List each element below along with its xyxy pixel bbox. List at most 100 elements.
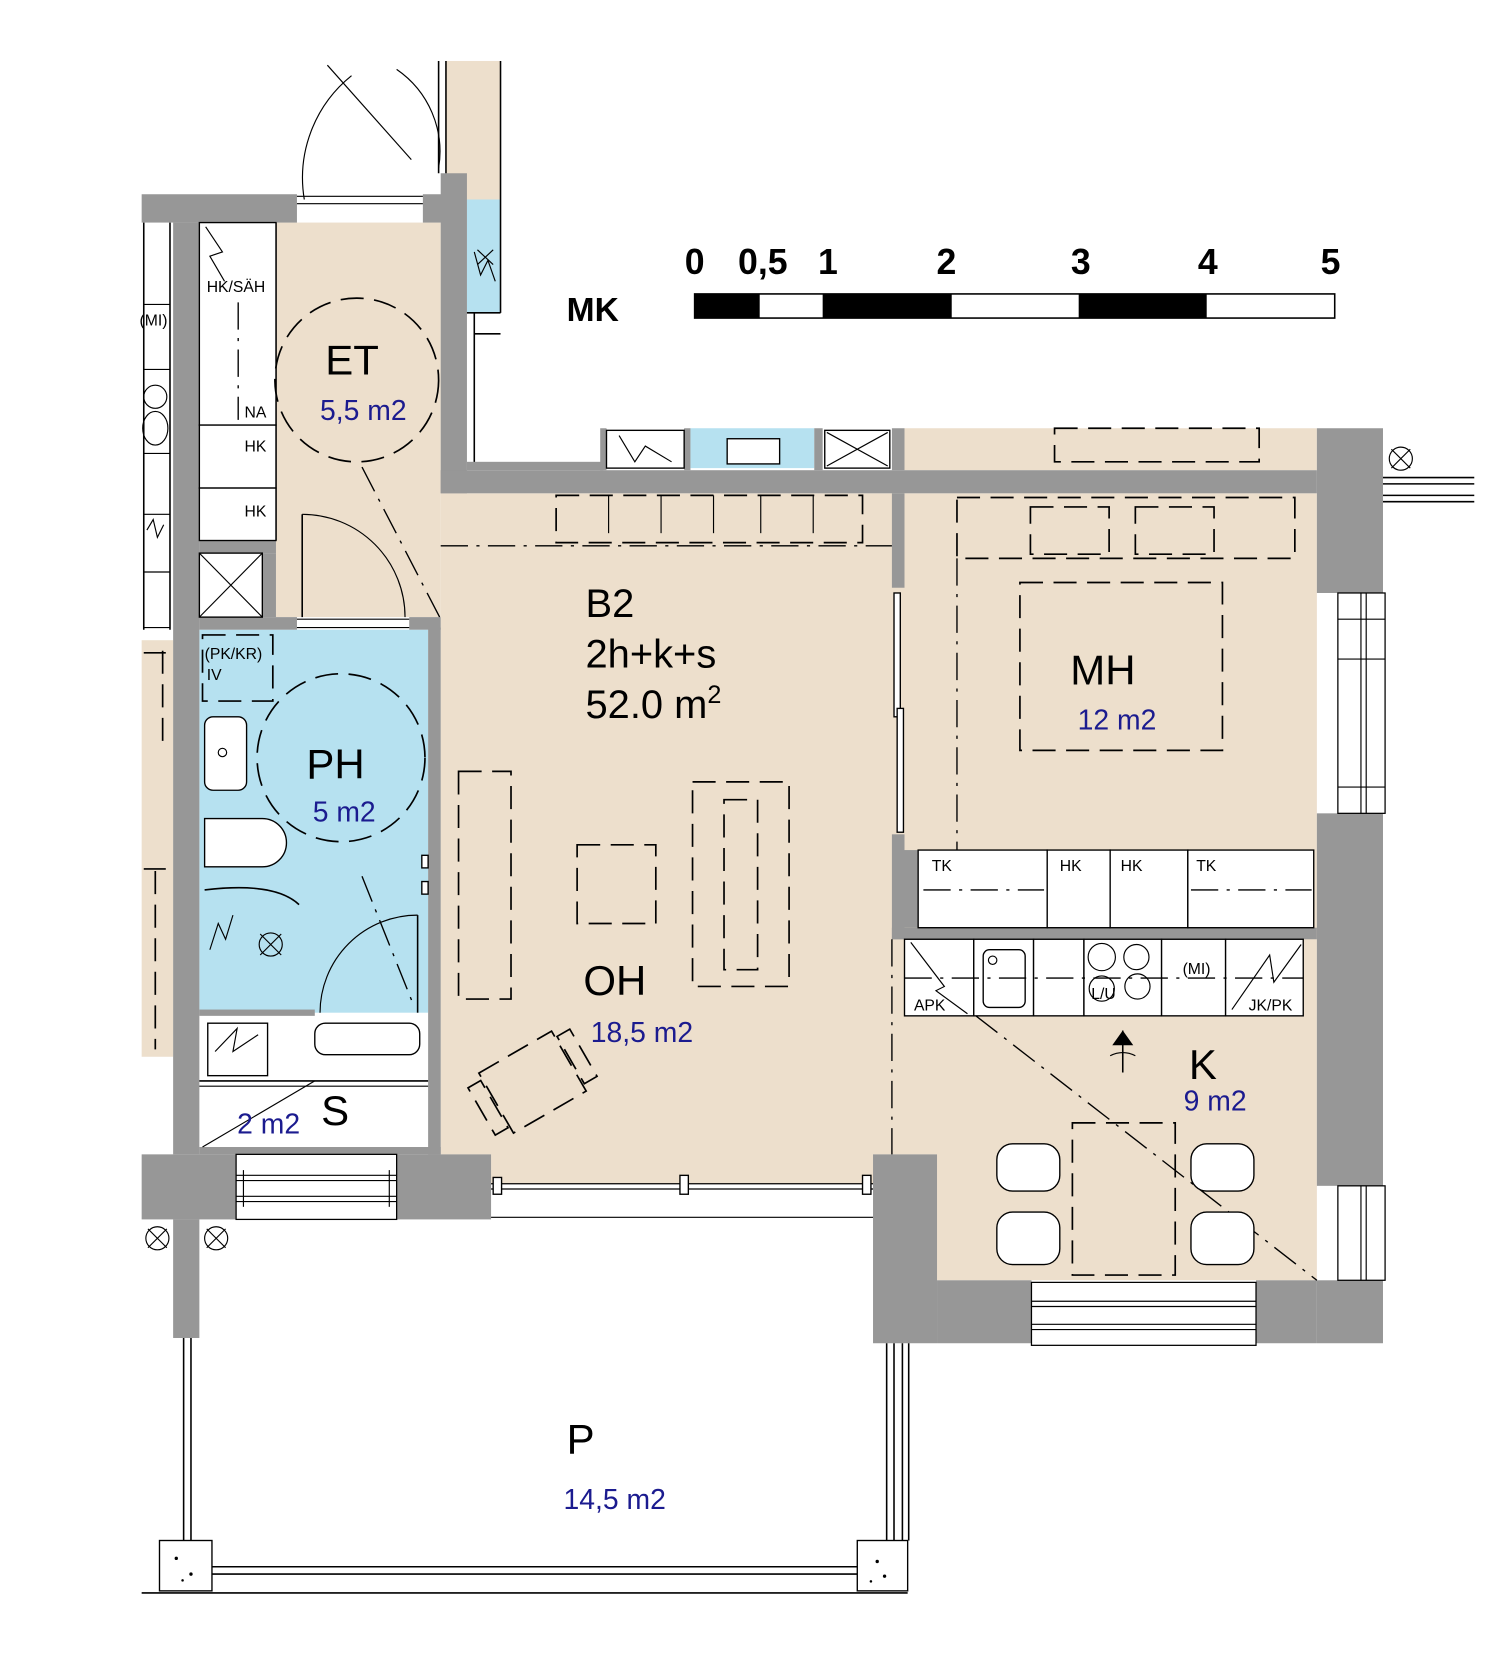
wall-s-bottom: [199, 1147, 441, 1155]
concrete-texture-dot: [869, 1580, 873, 1583]
kitchen-chair: [996, 1211, 1061, 1266]
window-kitchen-bottom: [1030, 1281, 1257, 1346]
label-mi-left: (MI): [140, 312, 168, 329]
room-label-mh: MH: [1070, 646, 1135, 693]
bathroom-fixtures: [201, 634, 429, 1008]
et-turning-circle: [274, 297, 440, 463]
balcony-door-handle: [679, 1174, 690, 1195]
electric-panel-icon: [205, 226, 226, 282]
neighbor-fixtures: [142, 384, 169, 540]
outdoor-light-icon: [145, 1226, 170, 1251]
label-hk: HK: [244, 438, 266, 455]
et-diagonal-line: [361, 466, 442, 620]
room-area-et: 5,5 m2: [320, 395, 407, 427]
scale-bar-frame: [693, 293, 1336, 319]
apartment-area-superscript: 2: [707, 681, 721, 709]
armchair-outline: [477, 1029, 588, 1135]
wall-et-right: [440, 173, 467, 494]
armchair-back: [555, 1027, 599, 1085]
windows: [235, 592, 1386, 1346]
entrance-door-swing: [301, 75, 352, 200]
label-tk: TK: [1196, 858, 1217, 875]
wall-hook-icon: [421, 880, 429, 895]
armchair-back: [466, 1079, 510, 1137]
balcony: [141, 1337, 910, 1594]
label-jk-pk: JK/PK: [1249, 998, 1293, 1015]
label-hk: HK: [1121, 858, 1143, 875]
kitchen-chair: [996, 1143, 1061, 1192]
concrete-texture-dot: [174, 1556, 178, 1561]
wall-ph-s-divider: [199, 1009, 315, 1016]
scale-tick-label: 1: [818, 242, 838, 282]
outdoor-light-icon: [1388, 446, 1413, 471]
floor-et: [275, 222, 441, 618]
bed-outline: [1019, 581, 1224, 752]
rotated-seating-group: [466, 1027, 599, 1137]
floor-drain-icon: [258, 932, 283, 957]
ceiling-light-wing: [1109, 1052, 1136, 1057]
room-area-k: 9 m2: [1184, 1085, 1247, 1117]
wall-right-outer-bottom: [1316, 1280, 1383, 1344]
neighbor-radiator-icon: [146, 518, 165, 540]
neighbor-cabinet: [605, 429, 685, 469]
jk-pk-icon: [1231, 944, 1302, 1010]
scale-bar: 0 0,5 1 2 3 4 5 MK: [567, 242, 1341, 329]
label-hk-sah: HK/SÄH: [207, 278, 266, 296]
scale-bar-title: MK: [567, 292, 619, 329]
apartment-code: B2: [586, 582, 635, 626]
wall-right-outer-top: [1316, 428, 1383, 593]
balcony-column: [158, 1539, 213, 1592]
wall-kitchen-bottom-right: [1256, 1280, 1317, 1344]
room-labels: ET 5,5 m2 B2 2h+k+s 52.0 m2 OH 18,5 m2 M…: [237, 337, 1246, 1516]
balcony-door-handle: [861, 1174, 872, 1195]
neighbor-fixture-circle: [143, 384, 168, 409]
apartment-area: 52.0 m2: [586, 681, 722, 727]
wall-ph-top-right: [409, 617, 441, 630]
stove-burner: [1123, 943, 1150, 971]
wall-mh-k: [891, 927, 1317, 940]
storage-shelf: [314, 1022, 421, 1056]
scale-tick-label: 0: [685, 242, 705, 282]
faucet-icon: [987, 955, 998, 966]
balcony-post-left: [173, 1219, 200, 1338]
wet-rooms: [199, 199, 815, 1013]
wet-strip-box: [726, 438, 781, 465]
s-door-swing: [319, 914, 418, 1013]
scale-tick-label: 2: [937, 242, 957, 282]
wall-shaft-top: [199, 540, 276, 554]
wall-strip-divider: [600, 428, 607, 471]
mh-shelf-outline: [1029, 506, 1110, 555]
room-area-p: 14,5 m2: [563, 1484, 665, 1516]
stove-burner: [1088, 975, 1115, 1002]
kitchen-diagonal-line: [975, 1015, 1318, 1281]
mh-furniture: [917, 496, 1315, 929]
wall-ph-top-left: [199, 617, 297, 630]
scale-bar-segment-dark: [1078, 293, 1207, 319]
label-pk-kr: (PK/KR): [205, 646, 263, 663]
label-hk: HK: [244, 503, 266, 520]
concrete-texture-dot: [189, 1572, 193, 1576]
floor-neighbor-left: [141, 640, 174, 1057]
room-label-et: ET: [325, 337, 379, 384]
ph-door-swing: [302, 513, 406, 618]
label-iv: IV: [207, 667, 222, 684]
towel-radiator-icon: [209, 914, 234, 950]
balcony-door-handle: [492, 1176, 503, 1195]
dining-table-outline: [691, 781, 790, 988]
label-l-u: L/U: [1091, 986, 1115, 1003]
kitchen-table-outline: [1071, 1122, 1177, 1276]
wardrobe-tk: [1187, 849, 1315, 929]
kitchen-fixtures: [891, 938, 1318, 1281]
wall-left-outer: [173, 222, 200, 1155]
scale-bar-segment-dark: [694, 293, 760, 319]
storage-fixtures: [199, 1022, 429, 1148]
sliding-door-panel: [893, 592, 901, 718]
bathroom-sink: [203, 716, 248, 791]
ph-diagonal-line: [361, 876, 416, 1008]
apartment-area-value: 52.0 m: [586, 683, 708, 727]
shower-hose: [204, 886, 300, 906]
kitchen-chair: [1190, 1143, 1255, 1192]
storage-diagonal: [202, 1080, 316, 1148]
oh-furniture: [440, 494, 892, 1137]
apk-icon: [910, 942, 968, 1015]
